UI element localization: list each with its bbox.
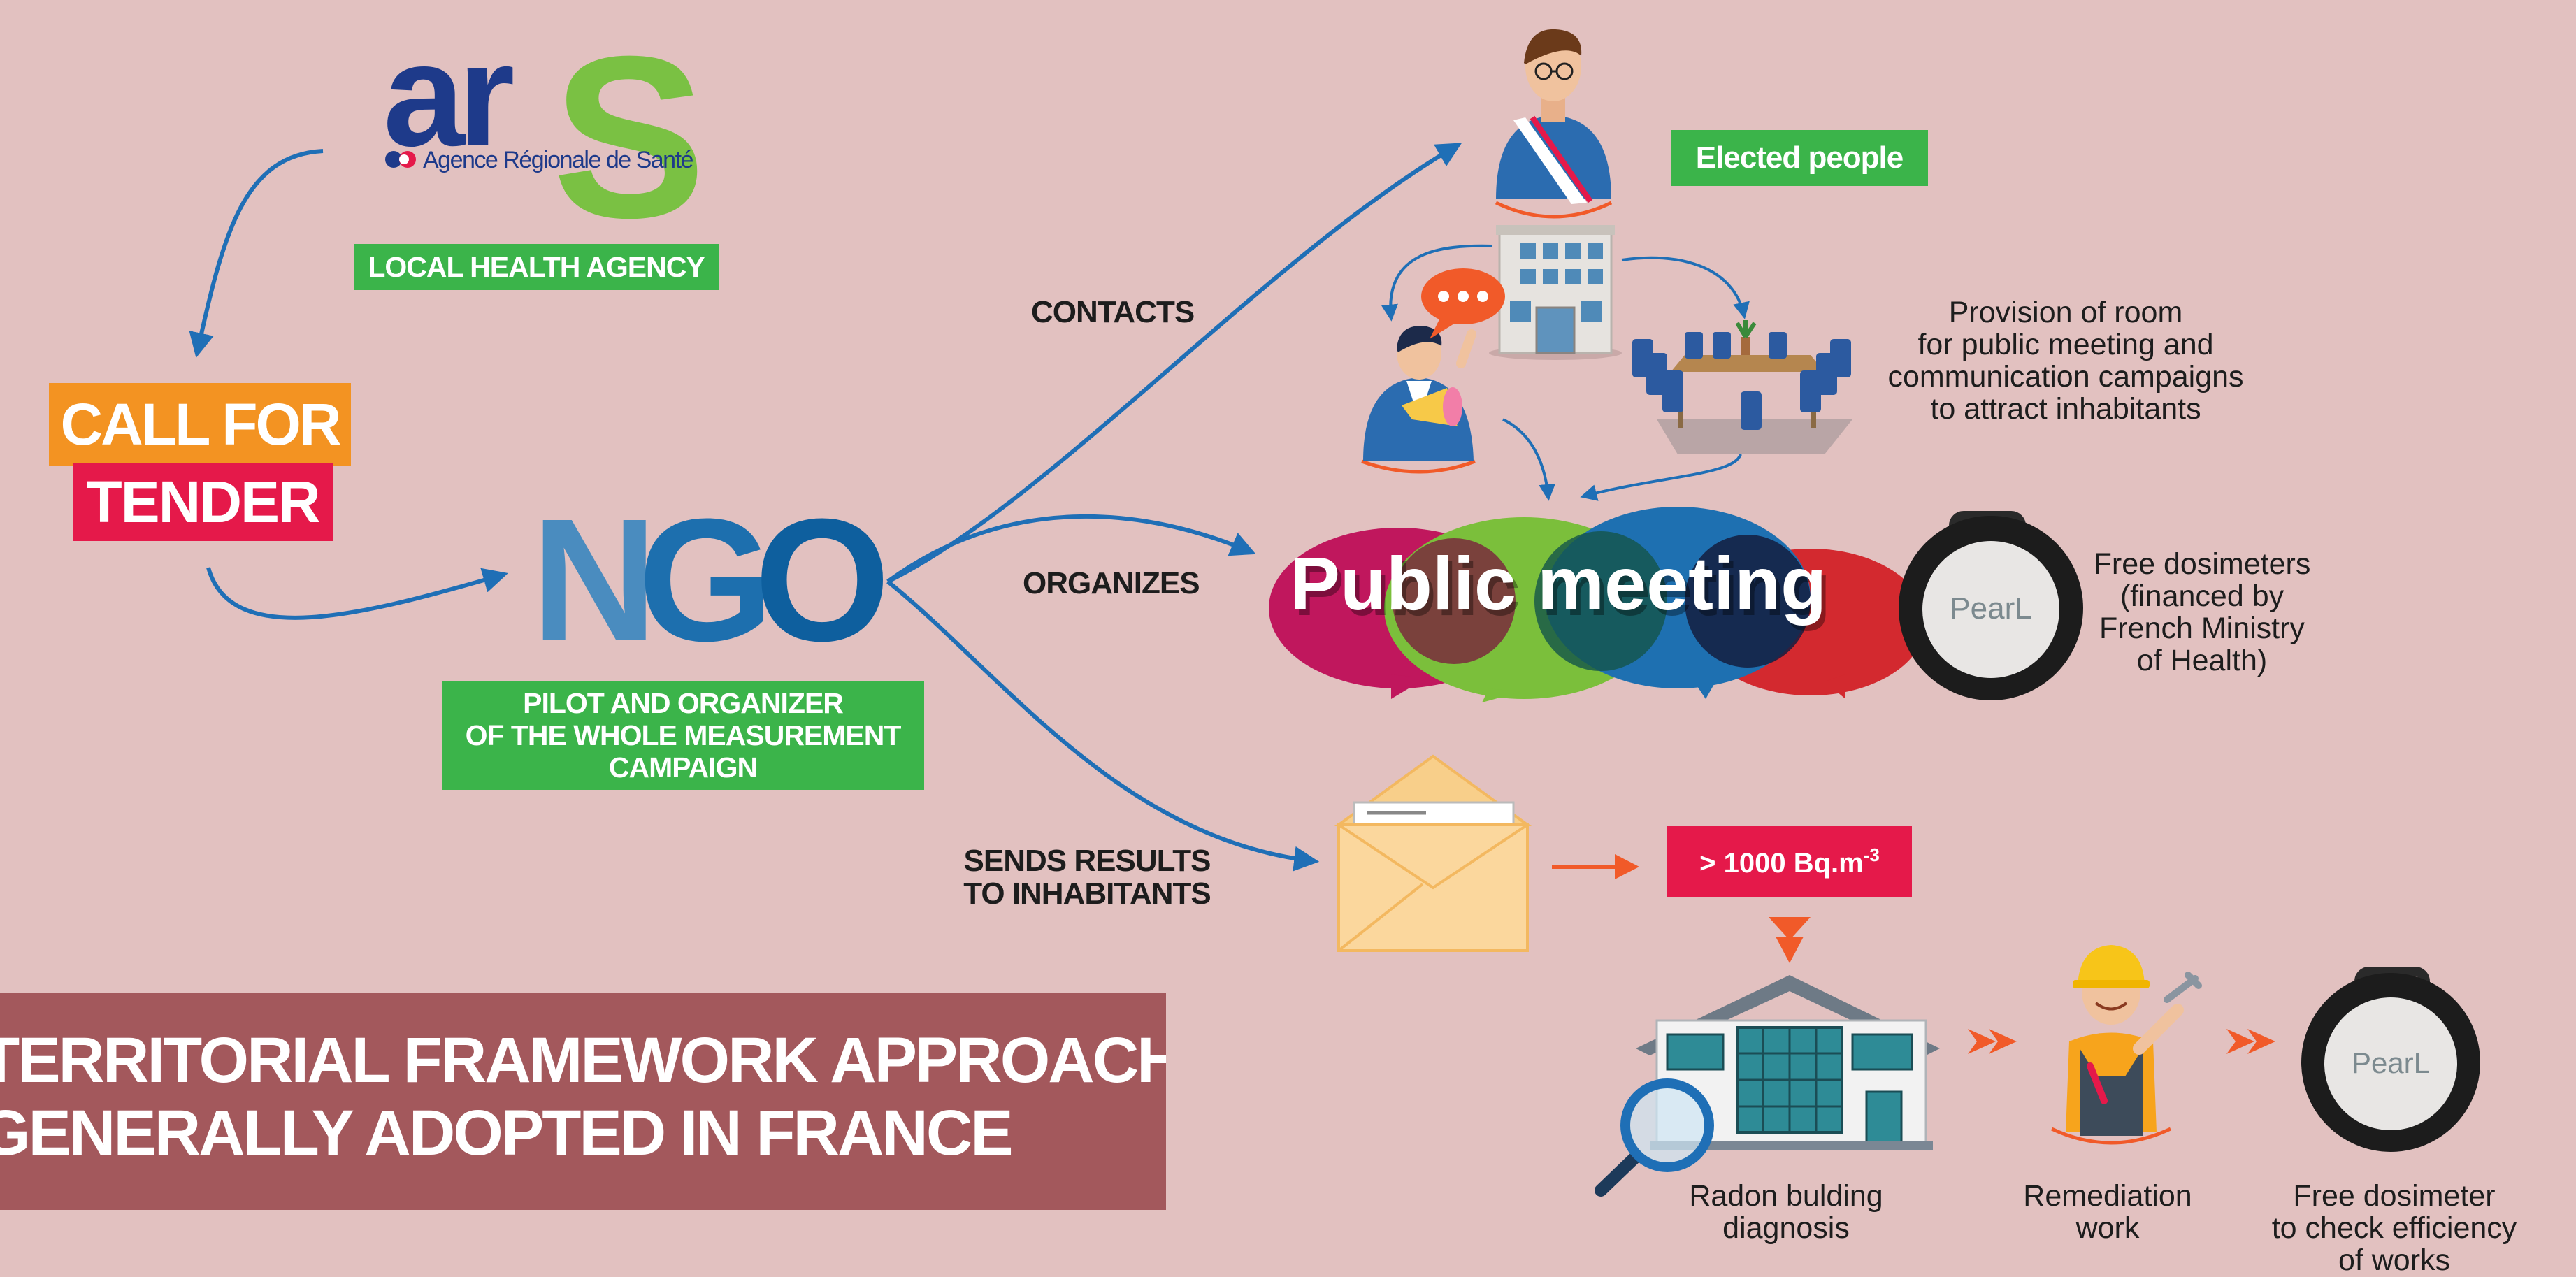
free-dosimeters-line-2: (financed by bbox=[2120, 579, 2284, 613]
ngo-logo: NGO bbox=[531, 493, 891, 668]
arrow-ngo-to-meeting bbox=[886, 514, 1256, 584]
chevron-diagnosis-to-work bbox=[1968, 1029, 1996, 1054]
title-line-1: TERRITORIAL FRAMEWORK APPROACH bbox=[0, 1025, 1166, 1096]
dosimeter-icon: PearL bbox=[1899, 511, 2083, 700]
threshold-exponent: -3 bbox=[1864, 844, 1880, 865]
orange-flow-arrows bbox=[1552, 854, 2275, 1054]
ars-logo-subtitle: Agence Régionale de Santé bbox=[423, 147, 693, 173]
speech-bubble-icon bbox=[1421, 268, 1505, 339]
town-hall-icon bbox=[1489, 225, 1622, 360]
public-meeting-bubbles: Public meeting Public meeting bbox=[1269, 507, 1926, 702]
provision-of-room-text: Provision of room for public meeting and… bbox=[1859, 296, 2272, 425]
ngo-letter-g: G bbox=[638, 482, 775, 677]
free-dosimeter-check-line-1: Free dosimeter bbox=[2293, 1179, 2496, 1213]
title-line-2: GENERALLY ADOPTED IN FRANCE bbox=[0, 1097, 1014, 1169]
public-meeting-shadow: Public meeting bbox=[1294, 547, 1831, 631]
worker-icon bbox=[2050, 945, 2202, 1145]
svg-text:> 1000 Bq.m-3: > 1000 Bq.m-3 bbox=[1699, 844, 1880, 879]
ngo-description-line-3: CAMPAIGN bbox=[608, 751, 758, 784]
remediation-caption: Remediation work bbox=[1982, 1180, 2233, 1244]
radon-diagnosis-line-2: diagnosis bbox=[1722, 1211, 1850, 1245]
house-magnifier-icon bbox=[1595, 975, 1940, 1197]
radon-diagnosis-line-1: Radon bulding bbox=[1689, 1179, 1883, 1213]
arrow-tender-to-ngo bbox=[206, 567, 508, 620]
arrow-room-to-meeting bbox=[1580, 454, 1742, 501]
free-dosimeter-check-line-3: of works bbox=[2338, 1243, 2451, 1277]
chevron-threshold-down bbox=[1769, 917, 1811, 940]
provision-line-1: Provision of room bbox=[1948, 296, 2183, 329]
ars-logo-s: S bbox=[552, 8, 706, 266]
remediation-line-1: Remediation bbox=[2023, 1179, 2192, 1213]
free-dosimeters-line-4: of Health) bbox=[2136, 644, 2268, 677]
remediation-line-2: work bbox=[2075, 1211, 2140, 1245]
ngo-letter-n: N bbox=[531, 482, 657, 677]
arrow-ars-to-tender bbox=[189, 149, 324, 359]
free-dosimeters-line-3: French Ministry bbox=[2099, 612, 2305, 645]
free-dosimeter-check-line-2: to check efficiency bbox=[2271, 1211, 2517, 1245]
public-meeting-title: Public meeting bbox=[1290, 541, 1827, 626]
connector-arrows bbox=[189, 143, 1750, 872]
megaphone-person-icon bbox=[1361, 325, 1476, 474]
sends-results-line-2: TO INHABITANTS bbox=[963, 876, 1211, 911]
threshold-value: > 1000 Bq.m bbox=[1699, 848, 1864, 879]
call-for-label: CALL FOR bbox=[49, 383, 351, 466]
dosimeter-brand: PearL bbox=[1950, 591, 2031, 626]
free-dosimeters-line-1: Free dosimeters bbox=[2093, 547, 2311, 581]
meeting-room-icon bbox=[1632, 320, 1852, 454]
provision-line-2: for public meeting and bbox=[1917, 328, 2214, 361]
provision-line-3: communication campaigns bbox=[1887, 360, 2244, 394]
arrow-townhall-to-speaker bbox=[1381, 244, 1493, 322]
local-health-agency-label: LOCAL HEALTH AGENCY bbox=[354, 244, 719, 290]
arrow-ngo-to-elected bbox=[886, 143, 1462, 584]
ngo-letter-o: O bbox=[754, 482, 891, 677]
free-dosimeters-text: Free dosimeters (financed by French Mini… bbox=[2069, 548, 2335, 677]
dosimeter-check-brand: PearL bbox=[2352, 1046, 2430, 1079]
sends-results-label: SENDS RESULTS TO INHABITANTS bbox=[958, 844, 1216, 910]
title-banner: TERRITORIAL FRAMEWORK APPROACH GENERALLY… bbox=[0, 993, 1166, 1210]
contacts-label: CONTACTS bbox=[1031, 295, 1195, 329]
ngo-description-line-1: PILOT AND ORGANIZER bbox=[523, 687, 844, 719]
arrow-speaker-to-meeting bbox=[1502, 418, 1556, 501]
ars-logo: ar S Agence Régionale de Santé bbox=[383, 8, 706, 266]
ars-logo-ar: ar bbox=[383, 13, 513, 177]
ars-dot-blue bbox=[385, 151, 402, 168]
elected-people-label: Elected people bbox=[1671, 130, 1928, 186]
envelope-icon bbox=[1334, 754, 1532, 952]
free-dosimeter-check-caption: Free dosimeter to check efficiency of wo… bbox=[2247, 1180, 2541, 1276]
sends-results-line-1: SENDS RESULTS bbox=[963, 844, 1211, 878]
dosimeter-check-icon: PearL bbox=[2301, 967, 2480, 1152]
ngo-description-line-2: OF THE WHOLE MEASUREMENT bbox=[465, 719, 902, 751]
organizes-label: ORGANIZES bbox=[1023, 566, 1200, 600]
ngo-description: PILOT AND ORGANIZER OF THE WHOLE MEASURE… bbox=[442, 681, 924, 790]
arrow-townhall-to-room bbox=[1621, 256, 1750, 319]
arrow-ngo-to-envelope bbox=[886, 579, 1320, 872]
chevron-work-to-dosimeter bbox=[2226, 1029, 2254, 1054]
tender-label: TENDER bbox=[73, 463, 333, 541]
radon-diagnosis-caption: Radon bulding diagnosis bbox=[1650, 1180, 1922, 1244]
threshold-badge: > 1000 Bq.m-3 bbox=[1667, 826, 1912, 897]
official-person-icon bbox=[1495, 29, 1613, 219]
provision-line-4: to attract inhabitants bbox=[1930, 392, 2201, 426]
